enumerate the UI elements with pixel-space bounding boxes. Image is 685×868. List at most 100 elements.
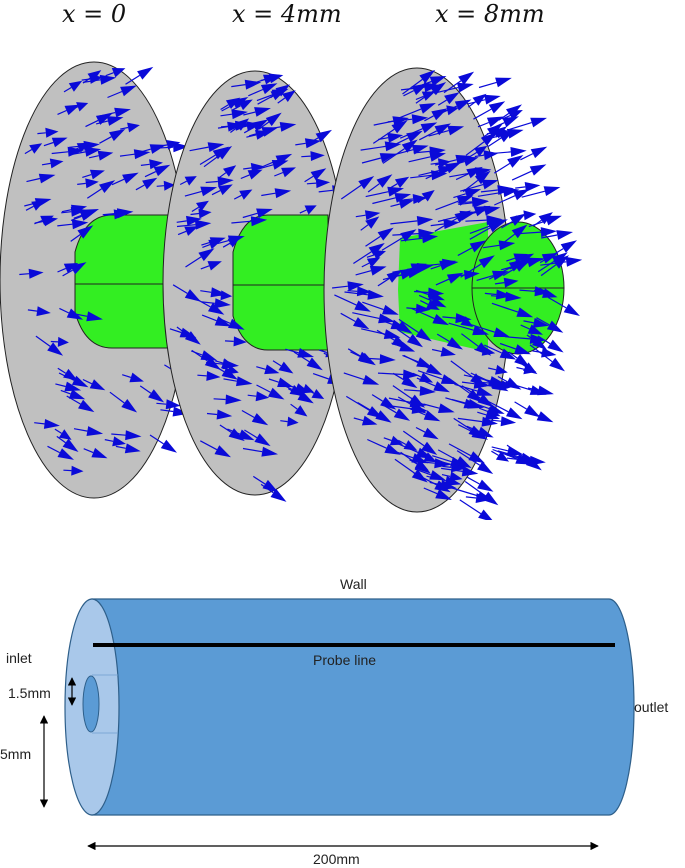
- velocity-arrow-shaft: [511, 170, 533, 181]
- velocity-arrow-head: [463, 156, 479, 167]
- velocity-arrow-head: [264, 364, 280, 375]
- velocity-arrow-head: [431, 108, 448, 121]
- velocity-arrow-shaft: [437, 99, 448, 106]
- velocity-arrow-head: [198, 248, 215, 262]
- velocity-arrow-shaft: [451, 398, 469, 405]
- velocity-arrow-shaft: [201, 314, 217, 322]
- velocity-arrow-shaft: [365, 191, 389, 198]
- velocity-arrow-shaft: [54, 428, 62, 434]
- velocity-arrow-shaft: [527, 410, 540, 417]
- velocity-arrow-head: [97, 150, 114, 161]
- velocity-arrow-shaft: [347, 290, 358, 292]
- velocity-arrow-head: [387, 132, 404, 143]
- velocity-arrow-head: [476, 386, 493, 396]
- velocity-arrow-shaft: [391, 149, 414, 156]
- velocity-arrow-head: [84, 147, 102, 157]
- velocity-arrow-head: [377, 227, 394, 241]
- velocity-arrow-head: [231, 109, 248, 120]
- velocity-arrow-head: [483, 205, 501, 216]
- velocity-arrow-head: [506, 128, 524, 139]
- velocity-arrow-shaft: [498, 112, 510, 121]
- velocity-arrow-head: [422, 427, 439, 440]
- velocity-arrow-shaft: [373, 120, 394, 126]
- velocity-arrow-head: [86, 426, 104, 436]
- velocity-arrow-shaft: [417, 452, 426, 458]
- velocity-arrow-head: [474, 145, 488, 157]
- velocity-arrow-head: [387, 186, 404, 197]
- velocity-arrow-shaft: [190, 212, 200, 216]
- velocity-arrow-shaft: [219, 424, 232, 433]
- velocity-arrow-head: [446, 337, 463, 350]
- velocity-arrow-head: [421, 190, 435, 202]
- velocity-arrow-shaft: [318, 189, 333, 193]
- velocity-arrow-shaft: [299, 209, 307, 214]
- velocity-arrow-head: [295, 383, 310, 393]
- velocity-arrow-shaft: [73, 428, 88, 432]
- velocity-arrow-head: [419, 69, 436, 84]
- velocity-arrow-head: [478, 255, 495, 269]
- velocity-arrow-shaft: [449, 171, 476, 178]
- velocity-arrow-head: [68, 80, 83, 92]
- velocity-arrow-head: [429, 76, 447, 87]
- velocity-arrow-shaft: [243, 111, 256, 116]
- velocity-arrow-head: [523, 210, 537, 221]
- velocity-arrow-head: [393, 408, 411, 421]
- velocity-arrow-shaft: [529, 344, 553, 363]
- velocity-arrow-shaft: [285, 348, 299, 354]
- velocity-arrow-head: [76, 102, 89, 112]
- velocity-arrow-head: [217, 176, 234, 187]
- velocity-arrow-shaft: [436, 333, 450, 342]
- velocity-arrow-shaft: [420, 300, 429, 305]
- velocity-arrow-shaft: [419, 130, 438, 141]
- velocity-arrow-head: [447, 125, 465, 136]
- velocity-arrow-head: [214, 445, 231, 458]
- velocity-arrow-shaft: [200, 265, 210, 270]
- velocity-arrow-shaft: [487, 137, 502, 148]
- velocity-arrow-head: [68, 389, 86, 400]
- velocity-arrow-shaft: [196, 298, 211, 308]
- velocity-arrow-head: [472, 325, 489, 336]
- velocity-arrow-shaft: [172, 284, 188, 294]
- velocity-arrow-shaft: [353, 417, 364, 422]
- velocity-arrow-head: [63, 368, 78, 381]
- velocity-arrow-head: [112, 436, 126, 447]
- velocity-arrow-head: [472, 93, 487, 106]
- velocity-arrow-head: [297, 391, 314, 404]
- velocity-arrow-shaft: [56, 435, 66, 444]
- velocity-arrow-head: [455, 313, 472, 324]
- velocity-arrow-shaft: [532, 350, 543, 354]
- velocity-arrow-head: [364, 210, 381, 221]
- velocity-arrow-shaft: [355, 214, 366, 218]
- wall-label: Wall: [340, 576, 367, 592]
- velocity-arrow-head: [255, 391, 270, 402]
- velocity-arrow-head: [137, 66, 154, 80]
- velocity-arrow-shaft: [355, 270, 372, 276]
- velocity-arrow-head: [411, 144, 429, 155]
- velocity-arrow-head: [458, 71, 475, 85]
- velocity-arrow-head: [403, 440, 418, 451]
- velocity-arrow-head: [438, 403, 455, 413]
- velocity-arrow-head: [553, 255, 569, 269]
- velocity-arrow-shaft: [139, 385, 152, 394]
- velocity-arrow-shaft: [122, 374, 132, 378]
- velocity-arrow-head: [71, 375, 89, 388]
- velocity-arrow-shaft: [389, 272, 409, 279]
- velocity-arrow-head: [198, 208, 212, 219]
- velocity-arrow-head: [460, 316, 474, 327]
- velocity-arrow-head: [70, 262, 87, 275]
- velocity-arrow-head: [173, 142, 190, 153]
- velocity-arrow-head: [430, 296, 447, 308]
- velocity-arrow-head: [411, 114, 429, 125]
- velocity-arrow-shaft: [270, 91, 279, 99]
- velocity-arrow-shaft: [437, 449, 458, 462]
- probe-line-label: Probe line: [313, 652, 377, 668]
- velocity-arrow-head: [499, 348, 517, 360]
- velocity-arrow-head: [527, 324, 543, 335]
- velocity-arrow-head: [443, 219, 460, 229]
- velocity-arrow-shaft: [357, 401, 379, 416]
- velocity-arrow-head: [209, 237, 226, 247]
- velocity-arrow-head: [411, 404, 429, 414]
- velocity-arrow-head: [29, 143, 43, 154]
- velocity-arrow-head: [200, 350, 218, 361]
